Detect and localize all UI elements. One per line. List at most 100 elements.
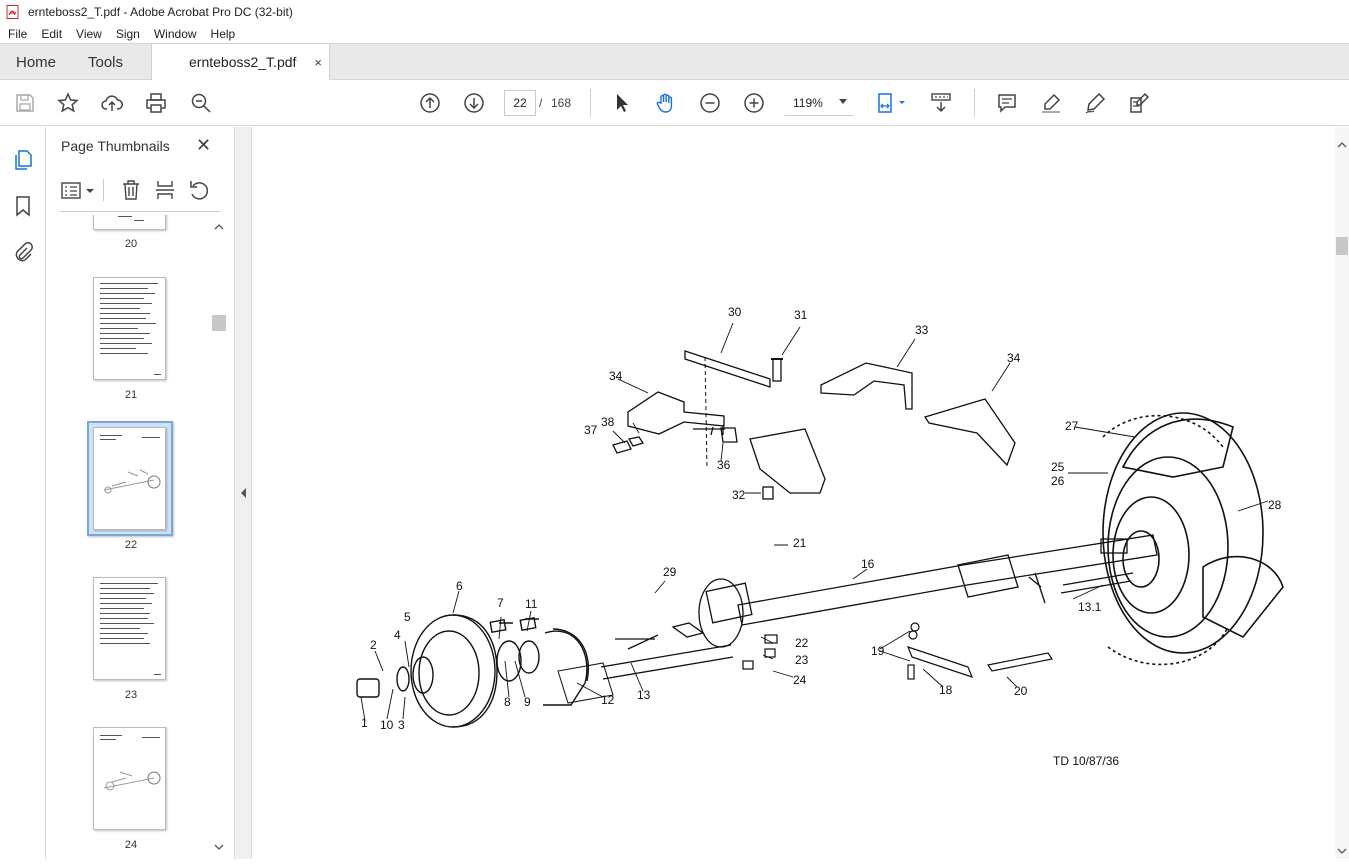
zoom-dropdown[interactable]: 119%: [785, 90, 853, 116]
thumb-detail: [100, 588, 150, 589]
thumb-drawing: [103, 771, 161, 791]
page-number-input[interactable]: 22: [504, 90, 536, 116]
callout: 37: [584, 423, 598, 437]
callout: 8: [504, 695, 511, 709]
toolbar: [0, 80, 1349, 126]
thumb-detail: [100, 643, 150, 644]
thumb-detail: [100, 608, 144, 609]
acrobat-icon: [6, 5, 19, 19]
save-icon[interactable]: [12, 90, 38, 116]
tab-tools[interactable]: Tools: [88, 53, 124, 71]
title-bar: ernteboss2_T.pdf - Adobe Acrobat Pro DC …: [0, 0, 1349, 24]
fill-sign-icon[interactable]: [1126, 90, 1152, 116]
delete-page-icon[interactable]: [120, 179, 142, 201]
thumbnail-scrollbar[interactable]: [211, 219, 227, 857]
thumbnail-page[interactable]: [93, 215, 166, 230]
panel-splitter[interactable]: [234, 127, 252, 859]
collapse-panel-icon[interactable]: [239, 487, 247, 499]
thumb-detail: [100, 638, 144, 639]
zoom-in-icon[interactable]: [741, 90, 767, 116]
thumb-detail: [100, 583, 158, 584]
thumb-detail: [100, 283, 158, 284]
callout: 13: [637, 688, 651, 702]
panel-close-icon[interactable]: ✕: [196, 135, 212, 155]
thumbnail-options-icon[interactable]: [60, 180, 96, 202]
thumb-detail: [100, 343, 152, 344]
thumbnail-page[interactable]: [93, 277, 166, 380]
chevron-down-icon: [839, 99, 847, 104]
callout: 24: [793, 673, 807, 687]
thumb-detail: [100, 318, 146, 319]
bookmark-star-icon[interactable]: [55, 90, 81, 116]
menu-window[interactable]: Window: [153, 27, 197, 41]
thumb-detail: [100, 323, 156, 324]
menu-view[interactable]: View: [76, 27, 102, 41]
tab-bar: Home Tools ernteboss2_T.pdf ×: [0, 43, 1349, 80]
find-zoom-icon[interactable]: [188, 90, 214, 116]
drawing-code: TD 10/87/36: [1053, 754, 1119, 768]
previous-page-icon[interactable]: [417, 90, 443, 116]
brake-drum: [356, 614, 589, 728]
select-cursor-icon[interactable]: [609, 90, 635, 116]
menu-bar: File Edit View Sign Window Help: [0, 24, 1349, 44]
thumb-detail: [100, 439, 116, 440]
thumb-detail: [100, 303, 152, 304]
document-view[interactable]: 1 2 3 4 5 6 7 8 9 10 11 12 13 13.1 16 18…: [253, 127, 1335, 859]
print-icon[interactable]: [143, 90, 169, 116]
next-page-icon[interactable]: [461, 90, 487, 116]
zoom-out-icon[interactable]: [697, 90, 723, 116]
tab-close-icon[interactable]: ×: [314, 54, 322, 70]
thumb-detail: [118, 216, 132, 217]
document-scrollbar[interactable]: [1335, 127, 1349, 859]
attachments-icon[interactable]: [10, 239, 36, 265]
thumbnail-page[interactable]: [93, 577, 166, 680]
callout: 25: [1051, 460, 1065, 474]
insert-pages-icon[interactable]: [154, 179, 176, 201]
callout: 1: [361, 716, 368, 730]
thumb-detail: [100, 628, 140, 629]
page-fit-icon[interactable]: [873, 90, 909, 116]
callout: 20: [1014, 684, 1028, 698]
callout: 32: [732, 488, 746, 502]
thumb-detail: [100, 288, 148, 289]
tab-document[interactable]: ernteboss2_T.pdf ×: [151, 43, 330, 80]
menu-edit[interactable]: Edit: [41, 27, 63, 41]
menu-sign[interactable]: Sign: [115, 27, 140, 41]
small-parts: [742, 622, 1053, 680]
callout: 9: [524, 695, 531, 709]
callout: 22: [795, 636, 809, 650]
draw-sign-icon[interactable]: [1082, 90, 1108, 116]
tab-home[interactable]: Home: [16, 53, 57, 71]
page-total: 168: [551, 96, 572, 110]
callout: 29: [663, 565, 677, 579]
left-navigation-rail: [0, 127, 46, 859]
thumbnail-list: 20 21: [46, 215, 216, 859]
upload-cloud-icon[interactable]: [99, 90, 125, 116]
comment-icon[interactable]: [994, 90, 1020, 116]
callout: 10: [380, 718, 394, 732]
panel-divider: [60, 211, 220, 212]
thumb-detail: [100, 739, 116, 740]
bookmarks-icon[interactable]: [10, 193, 36, 219]
thumb-detail: [100, 598, 146, 599]
rotate-page-icon[interactable]: [188, 179, 210, 201]
callout: 28: [1268, 498, 1282, 512]
thumb-detail: [100, 613, 150, 614]
thumb-detail: [100, 338, 144, 339]
thumb-drawing: [103, 469, 161, 494]
menu-file[interactable]: File: [8, 27, 28, 41]
thumbnail-page[interactable]: [93, 427, 166, 530]
callout: 34: [1007, 351, 1021, 365]
hand-tool-icon[interactable]: [653, 90, 679, 116]
highlight-pen-icon[interactable]: [1038, 90, 1064, 116]
callout: 18: [939, 683, 953, 697]
exploded-parts-drawing: 1 2 3 4 5 6 7 8 9 10 11 12 13 13.1 16 18…: [356, 305, 1284, 768]
page-thumbnails-panel: Page Thumbnails ✕ 20: [46, 127, 234, 859]
thumb-detail: [100, 633, 148, 634]
scrolling-mode-icon[interactable]: [928, 90, 954, 116]
menu-help[interactable]: Help: [210, 27, 236, 41]
thumbnail-label: 21: [124, 389, 138, 401]
page-thumbnails-icon[interactable]: [10, 147, 36, 173]
thumb-detail: [100, 328, 138, 329]
thumbnail-page[interactable]: [93, 727, 166, 830]
